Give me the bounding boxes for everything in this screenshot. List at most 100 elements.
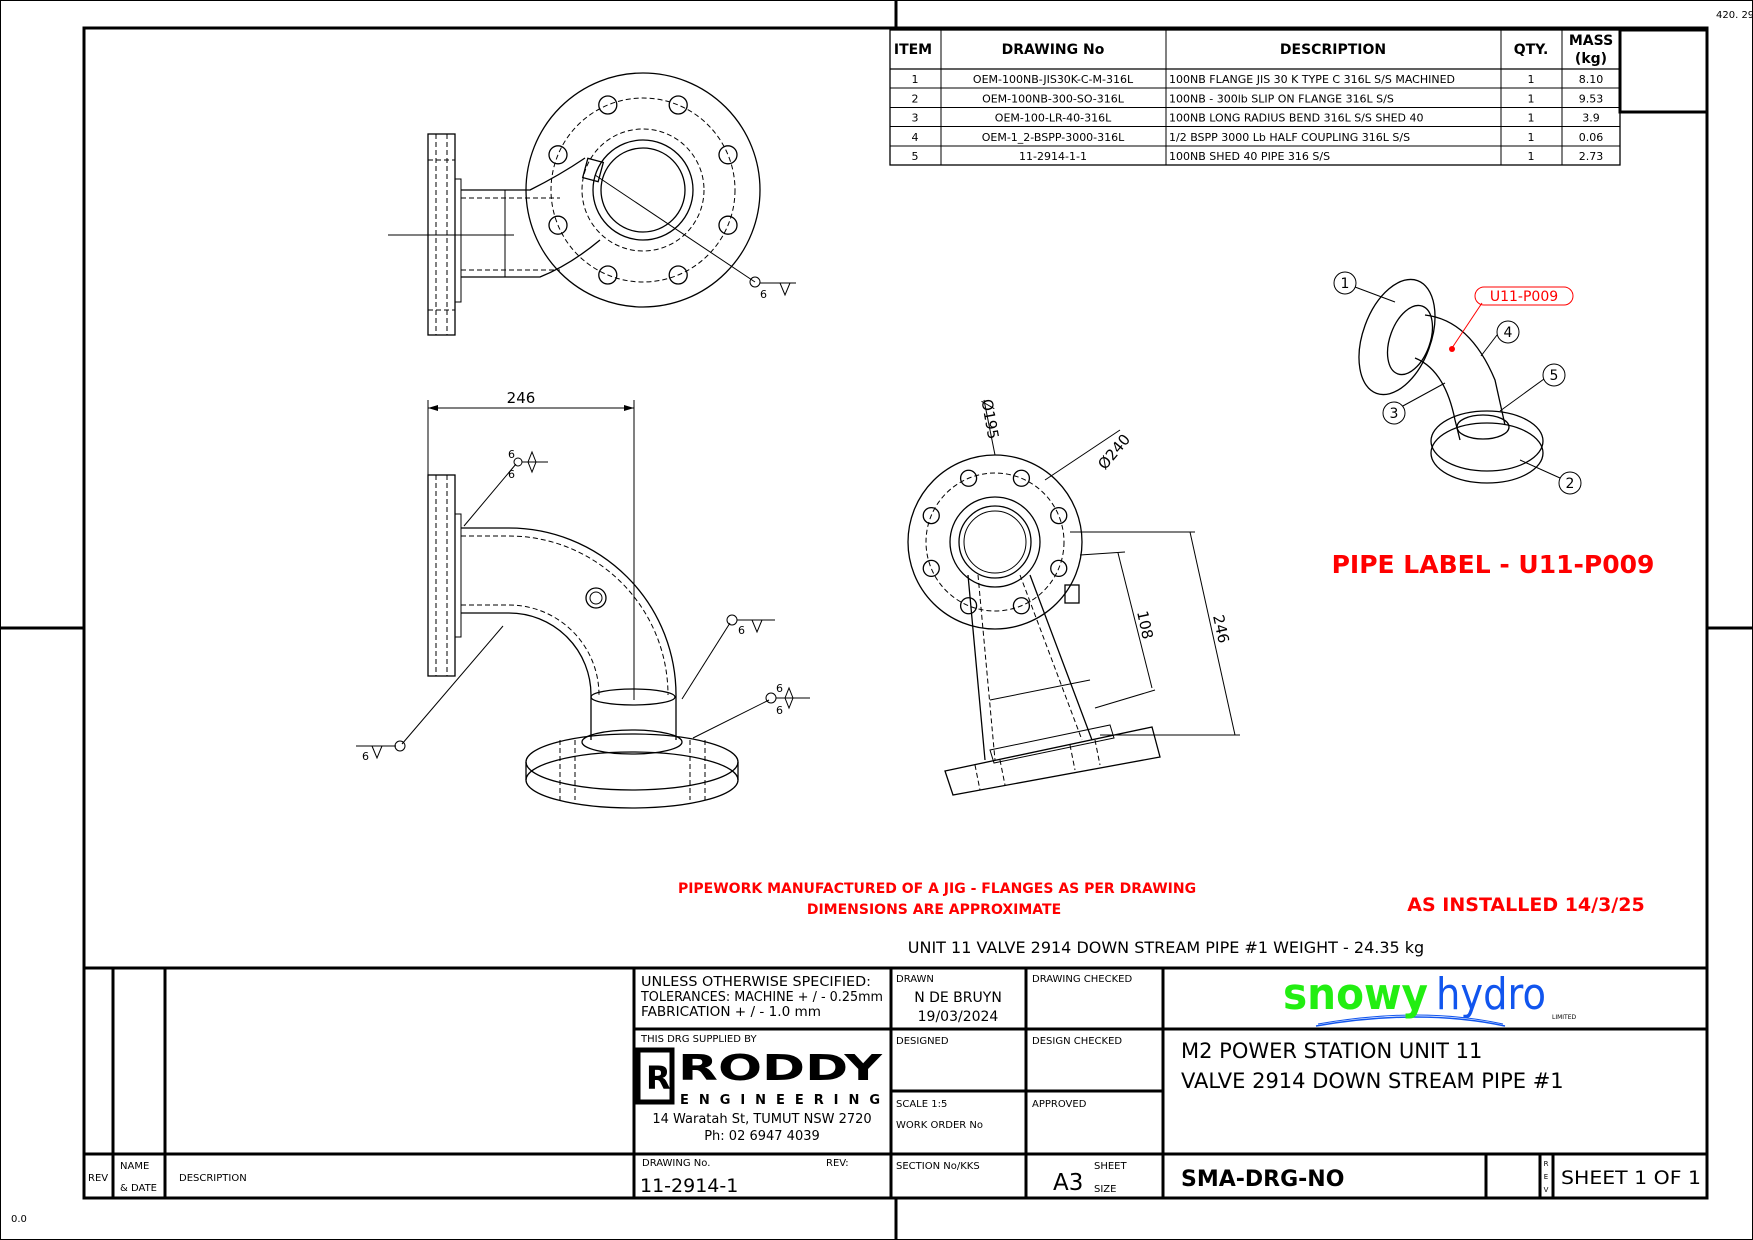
bom-cell-drawing-no: OEM-100NB-JIS30K-C-M-316L — [973, 73, 1134, 86]
dim-diameter-inner: Ø195 — [978, 398, 1003, 441]
dim-elbow-width: 246 — [507, 389, 536, 407]
design-checked-label: DESIGN CHECKED — [1032, 1036, 1122, 1047]
corner-box — [1618, 28, 1709, 114]
dim-offset-small: 108 — [1133, 609, 1157, 641]
balloon-number: 3 — [1390, 406, 1399, 422]
weld-size-label: 6 — [508, 448, 515, 461]
item-balloon: 5 — [1542, 363, 1566, 387]
bom-row: 4 OEM-1_2-BSPP-3000-316L 1/2 BSPP 3000 Lb … — [912, 131, 1604, 144]
pipe-label-note: PIPE LABEL - U11-P009 — [1332, 550, 1655, 579]
bolt-hole — [1012, 597, 1031, 615]
origin-readout: 0.0 — [11, 1214, 27, 1225]
client-drawing-number: SMA-DRG-NO — [1181, 1167, 1344, 1192]
supplier-phone: Ph: 02 6947 4039 — [704, 1129, 820, 1144]
weld-size-label: 6 — [508, 468, 515, 481]
bolt-hole — [598, 265, 618, 285]
supplier-address: 14 Waratah St, TUMUT NSW 2720 — [652, 1112, 871, 1127]
bom-cell-mass: 9.53 — [1579, 92, 1604, 105]
client-logo-part1: snowy — [1283, 969, 1428, 1020]
balloon-number: 5 — [1550, 368, 1559, 384]
bom-cell-drawing-no: OEM-100-LR-40-316L — [995, 112, 1112, 125]
section-label: SECTION No/KKS — [896, 1161, 980, 1172]
balloon-number: 1 — [1341, 276, 1350, 292]
work-order-label: WORK ORDER No — [896, 1120, 983, 1131]
weight-note: UNIT 11 VALVE 2914 DOWN STREAM PIPE #1 W… — [908, 938, 1424, 957]
bolt-hole — [959, 469, 978, 487]
tolerance-line: UNLESS OTHERWISE SPECIFIED: — [641, 975, 871, 990]
size-label: SIZE — [1094, 1184, 1116, 1195]
bolt-hole — [1050, 506, 1068, 525]
bom-cell-mass: 2.73 — [1579, 150, 1604, 163]
bom-cell-qty: 1 — [1528, 112, 1535, 125]
name-label: NAME — [120, 1161, 149, 1172]
approved-label: APPROVED — [1032, 1099, 1087, 1110]
drawn-date: 19/03/2024 — [918, 1009, 999, 1025]
client-logo-part2: hydro — [1436, 969, 1546, 1020]
sheet-size: A3 — [1053, 1170, 1083, 1196]
balloon-circle — [1496, 320, 1520, 344]
bom-cell-qty: 1 — [1528, 73, 1535, 86]
bom-header-mass-unit: (kg) — [1575, 51, 1607, 67]
bom-cell-description: 100NB SHED 40 PIPE 316 S/S — [1169, 150, 1330, 163]
bolt-hole — [718, 215, 738, 235]
item-balloon: 1 — [1333, 271, 1357, 295]
tolerance-line: TOLERANCES: MACHINE + / - 0.25mm — [640, 990, 883, 1005]
scale-label: SCALE 1:5 — [896, 1099, 947, 1110]
bom-cell-mass: 8.10 — [1579, 73, 1604, 86]
date-label: & DATE — [120, 1183, 157, 1194]
supplier-logo-name: RODDY — [678, 1048, 883, 1089]
balloon-number: 2 — [1566, 476, 1575, 492]
bom-cell-item: 3 — [912, 112, 919, 125]
bom-cell-item: 5 — [912, 150, 919, 163]
item-balloon: 4 — [1496, 320, 1520, 344]
view-end: Ø195 Ø240 108 246 — [907, 398, 1240, 796]
dim-offset-large: 246 — [1209, 613, 1233, 645]
weld-size-label: 6 — [760, 288, 767, 301]
bom-cell-drawing-no: OEM-1_2-BSPP-3000-316L — [982, 131, 1125, 144]
supplier-logo-initial: R — [646, 1059, 671, 1097]
rev-label: REV — [88, 1173, 108, 1184]
bom-header-qty: QTY. — [1514, 42, 1549, 58]
bolt-hole — [668, 95, 688, 115]
item-balloon: 2 — [1558, 471, 1582, 495]
bom-cell-drawing-no: OEM-100NB-300-SO-316L — [982, 92, 1125, 105]
bom-cell-item: 4 — [912, 131, 919, 144]
bom-cell-mass: 0.06 — [1579, 131, 1604, 144]
drawing-checked-label: DRAWING CHECKED — [1032, 974, 1132, 985]
pipe-tag: U11-P009 — [1490, 289, 1558, 305]
dim-diameter-outer: Ø240 — [1094, 431, 1134, 474]
designed-label: DESIGNED — [896, 1036, 949, 1047]
bolt-hole — [548, 145, 568, 165]
bolt-hole — [598, 95, 618, 115]
jig-note-line1: PIPEWORK MANUFACTURED OF A JIG - FLANGES… — [678, 881, 1196, 897]
bom-cell-drawing-no: 11-2914-1-1 — [1019, 150, 1087, 163]
view-elbow: 246 6 6 — [356, 389, 810, 809]
bom-cell-qty: 1 — [1528, 150, 1535, 163]
bom-cell-description: 1/2 BSPP 3000 Lb HALF COUPLING 316L S/S — [1169, 131, 1410, 144]
tolerance-line: FABRICATION + / - 1.0 mm — [641, 1005, 821, 1020]
drawn-by: N DE BRUYN — [914, 990, 1002, 1006]
bolt-hole — [922, 559, 940, 578]
balloon-circle — [1333, 271, 1357, 295]
bom-header-mass: MASS — [1569, 33, 1613, 49]
balloon-circle — [1542, 363, 1566, 387]
bolt-hole — [922, 506, 940, 525]
drawing-number: 11-2914-1 — [640, 1175, 738, 1197]
weld-size-label: 6 — [738, 624, 745, 637]
bolt-hole — [1012, 469, 1031, 487]
bom-cell-qty: 1 — [1528, 92, 1535, 105]
description-label: DESCRIPTION — [179, 1173, 247, 1184]
bom-header-description: DESCRIPTION — [1280, 42, 1386, 58]
bom-cell-qty: 1 — [1528, 131, 1535, 144]
supplier-logo-sub: ENGINEERING — [680, 1093, 880, 1108]
balloon-circle — [1558, 471, 1582, 495]
client-logo: snowy hydro LIMITED — [1283, 969, 1577, 1027]
supplied-by-label: THIS DRG SUPPLIED BY — [640, 1034, 757, 1045]
bom-cell-description: 100NB - 300lb SLIP ON FLANGE 316L S/S — [1169, 92, 1394, 105]
bom-header-drawing-no: DRAWING No — [1002, 42, 1105, 58]
sheet-size-readout: 420. 297 — [1716, 10, 1753, 21]
bom-row: 5 11-2914-1-1 100NB SHED 40 PIPE 316 S/S 1 2… — [912, 150, 1604, 163]
